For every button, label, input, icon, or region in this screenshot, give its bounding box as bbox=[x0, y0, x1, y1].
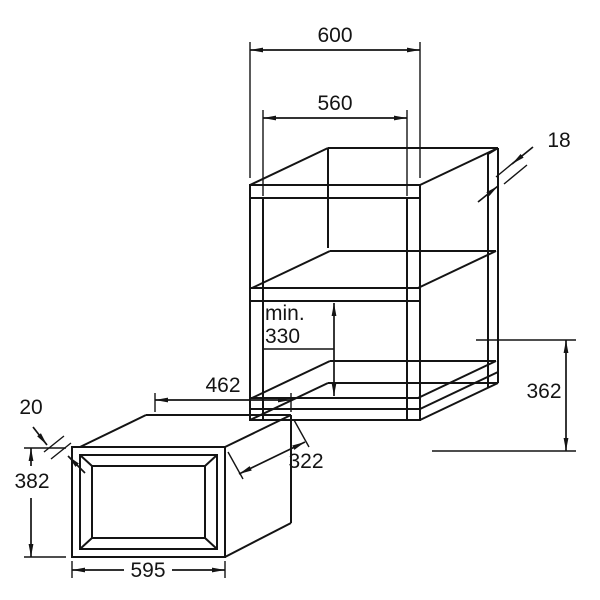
extension-lines bbox=[262, 110, 408, 196]
microwave-door-outline bbox=[79, 454, 218, 550]
dim-label-462: 462 bbox=[205, 374, 240, 397]
dimension-frame-height: 382 bbox=[14, 447, 66, 558]
thickness-ticks bbox=[43, 435, 72, 460]
extension-lines bbox=[432, 339, 576, 452]
dimension-line bbox=[238, 441, 306, 475]
arrow-upper bbox=[32, 426, 48, 446]
microwave-bottom-depth-edge bbox=[224, 522, 292, 558]
microwave-drawing bbox=[71, 414, 292, 558]
dim-label-20: 20 bbox=[19, 396, 42, 419]
dim-label-382: 382 bbox=[14, 470, 49, 493]
dim-label-362: 362 bbox=[526, 380, 561, 403]
microwave-door-bevels bbox=[79, 454, 218, 550]
microwave-door-window bbox=[91, 465, 206, 539]
cabinet-back-right-inner-edge bbox=[487, 147, 499, 388]
cabinet-top-face bbox=[249, 147, 499, 186]
arrow-upper bbox=[511, 146, 534, 165]
dimension-niche-min-height: min. 330 bbox=[262, 302, 337, 396]
dim-label-322: 322 bbox=[288, 450, 323, 473]
extension-lines bbox=[154, 393, 292, 412]
microwave-frame-front bbox=[71, 446, 226, 558]
dimension-lower-section-height: 362 bbox=[432, 339, 576, 452]
dim-label-18: 18 bbox=[547, 129, 570, 152]
extension-lines bbox=[227, 419, 310, 480]
dimension-cabinet-inner-width: 560 bbox=[262, 92, 408, 196]
arrow-lower bbox=[477, 185, 499, 203]
dimension-panel-thickness: 18 bbox=[477, 129, 571, 203]
arrow-lower bbox=[67, 455, 86, 474]
dimension-body-depth: 322 bbox=[227, 419, 324, 480]
dim-label-560: 560 bbox=[317, 92, 352, 115]
dimension-frame-projection: 20 bbox=[19, 396, 86, 474]
microwave-top-face bbox=[79, 414, 292, 448]
dim-label-600: 600 bbox=[317, 24, 352, 47]
cabinet-bottom-shelf-depth bbox=[251, 360, 499, 410]
dimension-body-width: 462 bbox=[154, 374, 292, 412]
dim-label-min: min. bbox=[265, 302, 305, 325]
dim-label-595: 595 bbox=[130, 559, 165, 582]
thickness-ticks bbox=[495, 157, 528, 185]
dim-label-330: 330 bbox=[265, 325, 300, 348]
cabinet-middle-shelf-front bbox=[250, 287, 420, 302]
extension-lines bbox=[249, 42, 421, 178]
dimension-cabinet-outer-width: 600 bbox=[249, 24, 421, 178]
dimension-frame-width: 595 bbox=[71, 559, 226, 582]
cabinet-drawing bbox=[249, 147, 499, 421]
cabinet-middle-shelf-depth bbox=[251, 250, 497, 289]
